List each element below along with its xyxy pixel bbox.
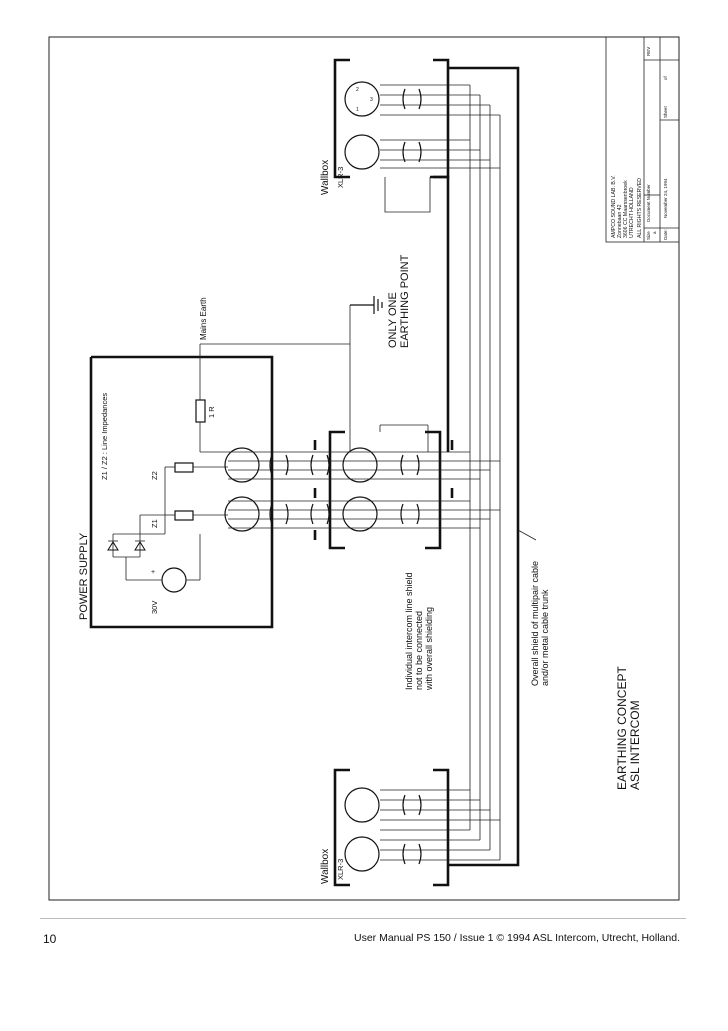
diagram-title-line-1: EARTHING CONCEPT	[615, 666, 629, 790]
pin-label-3: 3	[370, 97, 373, 103]
tb-docnum-label: Document Number	[646, 184, 651, 222]
wallbox-top-label: Wallbox	[320, 160, 331, 195]
pin-label-2: 2	[356, 87, 359, 93]
z2-label: Z2	[150, 471, 159, 480]
wallbox-bottom-label: Wallbox	[320, 849, 331, 884]
tb-of-label: of	[663, 75, 668, 80]
tb-company-line-3: 3606 CC Maarssenbroek	[623, 180, 629, 238]
wallbox-top-xlr-2	[344, 134, 380, 170]
pin-label-1: 1	[356, 107, 359, 113]
resistor-label: 1 R	[207, 406, 216, 418]
ps-xlr-z2	[224, 447, 260, 483]
power-supply: POWER SUPPLY Z1 / Z2 : Line Impedances +…	[78, 355, 274, 629]
diagram-title-line-2: ASL INTERCOM	[628, 700, 642, 790]
z1-label: Z1	[150, 519, 159, 528]
shield-note-line-2: not to be connected	[414, 611, 424, 690]
title-block: AMPCO SOUND LAB. B.V. Zonnebaan 42 3606 …	[605, 36, 680, 243]
tb-size-label: Size	[646, 231, 651, 240]
wallbox-bottom-xlr-label: XLR-3	[336, 859, 345, 880]
z2-resistor	[174, 462, 194, 473]
diode-1	[107, 541, 119, 551]
cable-sleeves	[269, 454, 420, 525]
mains-earth-label: Mains Earth	[199, 297, 208, 340]
footer-rule	[40, 918, 686, 919]
ps-xlr-z1	[224, 496, 260, 532]
tb-sheet-label: Sheet	[663, 105, 668, 118]
voltage-label: 30V	[150, 601, 159, 614]
overall-shield-line-1: Overall shield of multipair cable	[530, 561, 540, 686]
junction-xlr-upper	[342, 447, 378, 483]
dash-marks	[313, 440, 454, 540]
overall-shield	[448, 66, 520, 867]
tb-date-label: Date:	[663, 229, 668, 240]
wallbox-top-xlr-label: XLR-3	[336, 167, 345, 188]
earthing-point-line-1: ONLY ONE	[387, 292, 399, 348]
page-number: 10	[43, 932, 57, 946]
diode-2	[134, 541, 146, 551]
wallbox-bottom: Wallbox XLR-3	[320, 768, 500, 887]
voltage-source	[161, 567, 187, 593]
tb-company-line-5: ALL RIGHTS RESERVED	[637, 178, 643, 238]
signal-bus	[228, 85, 501, 860]
z1-resistor	[174, 510, 194, 521]
wallbox-bottom-xlr-1	[344, 787, 380, 823]
footer-text: User Manual PS 150 / Issue 1 © 1994 ASL …	[353, 932, 680, 944]
tb-company-line-1: AMPCO SOUND LAB. B.V.	[611, 175, 617, 238]
one-ohm-resistor	[195, 399, 206, 423]
wallbox-bottom-xlr-2	[344, 836, 380, 872]
junction-box	[328, 424, 442, 550]
drawing-frame	[48, 36, 680, 901]
tb-size-value: a	[652, 231, 657, 234]
earthing-point-line-2: EARTHING POINT	[399, 254, 411, 348]
wallbox-top: Wallbox XLR-3	[320, 58, 500, 452]
tb-company-line-4: UTRECHT HOLLAND	[629, 187, 635, 238]
plus-sign: +	[151, 569, 155, 576]
tb-company-line-2: Zonnebaan 42	[617, 204, 623, 238]
junction-xlr-lower	[342, 496, 378, 532]
wallbox-top-xlr-1	[344, 81, 380, 117]
shield-note-line-3: with overall shielding	[424, 607, 434, 691]
earth-symbol	[350, 296, 383, 314]
overall-shield-line-2: and/or metal cable trunk	[540, 589, 550, 686]
tb-date-value: November 24, 1994	[663, 178, 668, 218]
shield-note-line-1: Individual intercom line shield	[404, 572, 414, 690]
power-supply-label: POWER SUPPLY	[78, 532, 90, 620]
impedance-label: Z1 / Z2 : Line Impedances	[100, 393, 109, 480]
tb-rev-label: REV	[646, 47, 651, 56]
